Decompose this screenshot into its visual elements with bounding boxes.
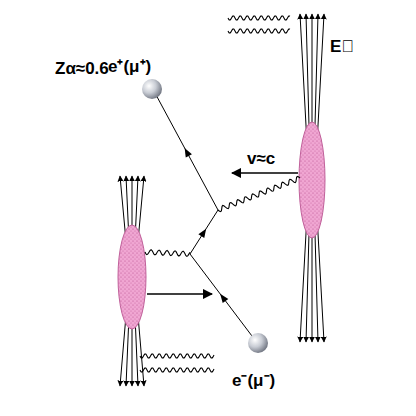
lepton-ball bbox=[142, 79, 162, 99]
ion-nucleus bbox=[299, 122, 325, 238]
fermion-line bbox=[190, 254, 255, 340]
lepton-ball bbox=[248, 333, 268, 353]
fermion-arrow bbox=[182, 146, 192, 157]
fermion-line bbox=[190, 210, 218, 254]
field-vector-label: E⃗ bbox=[330, 38, 354, 57]
positron-label: e⁺(μ⁺) bbox=[108, 58, 151, 77]
field-wave bbox=[140, 368, 214, 372]
field-wave bbox=[140, 354, 214, 358]
electron-label: e⁻(μ⁻) bbox=[232, 372, 275, 391]
coupling-label: Zα≈0.6 bbox=[55, 60, 109, 79]
field-wave bbox=[228, 29, 290, 33]
photon-line bbox=[145, 250, 190, 257]
velocity-arrow bbox=[232, 172, 298, 174]
field-wave bbox=[228, 16, 290, 20]
fermion-arrow bbox=[217, 292, 228, 303]
velocity-arrow bbox=[147, 293, 212, 295]
fermion-arrow bbox=[198, 227, 209, 238]
fermion-line bbox=[155, 93, 218, 210]
velocity-label: v≈c bbox=[247, 150, 275, 169]
photon-line bbox=[218, 176, 300, 211]
ion-nucleus bbox=[118, 225, 146, 329]
